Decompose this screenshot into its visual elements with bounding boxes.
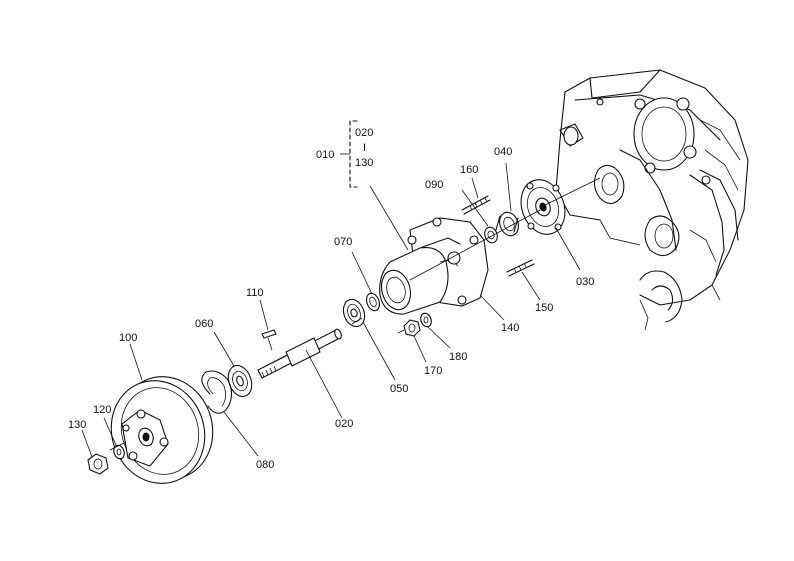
label-130-top: 130	[355, 157, 373, 169]
label-150: 150	[535, 302, 553, 314]
group-010-bracket	[340, 120, 358, 188]
label-060: 060	[195, 318, 213, 330]
part-030-gasket	[520, 179, 581, 271]
part-020-shaft	[257, 328, 343, 419]
part-120-washer	[103, 417, 125, 460]
part-110-key	[259, 299, 277, 351]
label-160: 160	[460, 164, 478, 176]
label-050: 050	[390, 383, 408, 395]
label-030: 030	[576, 276, 594, 288]
part-labels: 010 020 I 130 160 040 090 070 030 150 11…	[68, 127, 594, 471]
part-140-pump-housing	[369, 185, 505, 321]
label-130: 130	[68, 419, 86, 431]
label-180: 180	[449, 351, 467, 363]
label-120: 120	[93, 404, 111, 416]
part-150-stud	[506, 259, 541, 301]
part-130-nut	[81, 429, 109, 475]
part-080-snap-ring	[201, 370, 259, 457]
label-070: 070	[334, 236, 352, 248]
label-110: 110	[246, 287, 264, 299]
label-040: 040	[494, 146, 512, 158]
part-100-pulley	[110, 343, 214, 484]
engine-block	[555, 69, 749, 331]
label-170: 170	[424, 365, 442, 377]
part-060-bearing	[213, 331, 253, 398]
label-100: 100	[119, 332, 137, 344]
label-010: 010	[316, 149, 334, 161]
label-020: 020	[335, 418, 353, 430]
part-040-seal	[495, 162, 519, 237]
part-170-180-nut-washer	[397, 312, 451, 363]
part-160-stud	[461, 177, 491, 215]
label-090: 090	[425, 179, 443, 191]
assembly-axis	[109, 177, 601, 451]
part-070-ring	[351, 251, 380, 312]
label-range-sep: I	[363, 142, 366, 154]
label-080: 080	[256, 459, 274, 471]
label-020-top: 020	[355, 127, 373, 139]
label-140: 140	[501, 322, 519, 334]
